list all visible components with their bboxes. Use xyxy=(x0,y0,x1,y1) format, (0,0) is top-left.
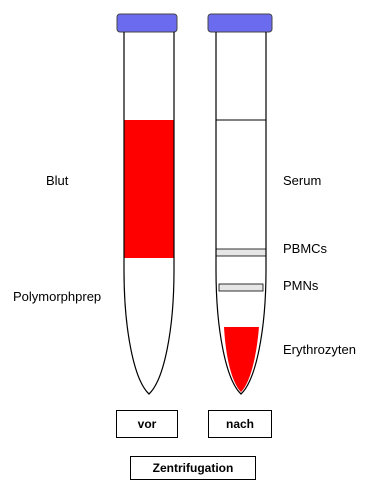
tube-after-erythrocyte-layer xyxy=(224,327,259,392)
label-serum: Serum xyxy=(283,174,321,187)
tube-after-cap xyxy=(208,14,272,32)
box-after: nach xyxy=(208,410,272,438)
label-polymorphprep: Polymorphprep xyxy=(13,290,101,303)
tube-after-pbmc-band xyxy=(216,249,266,256)
label-pbmcs: PBMCs xyxy=(283,242,327,255)
tube-before-cap xyxy=(117,14,177,32)
tube-before xyxy=(117,14,177,394)
label-erythrocytes: Erythrozyten xyxy=(283,343,356,356)
box-before: vor xyxy=(116,410,178,438)
tube-after-pmn-band xyxy=(219,284,263,291)
label-blood: Blut xyxy=(46,174,68,187)
tube-before-blood-layer xyxy=(124,120,174,258)
tube-after xyxy=(208,14,272,394)
box-process: Zentrifugation xyxy=(130,456,256,480)
label-pmns: PMNs xyxy=(283,279,318,292)
